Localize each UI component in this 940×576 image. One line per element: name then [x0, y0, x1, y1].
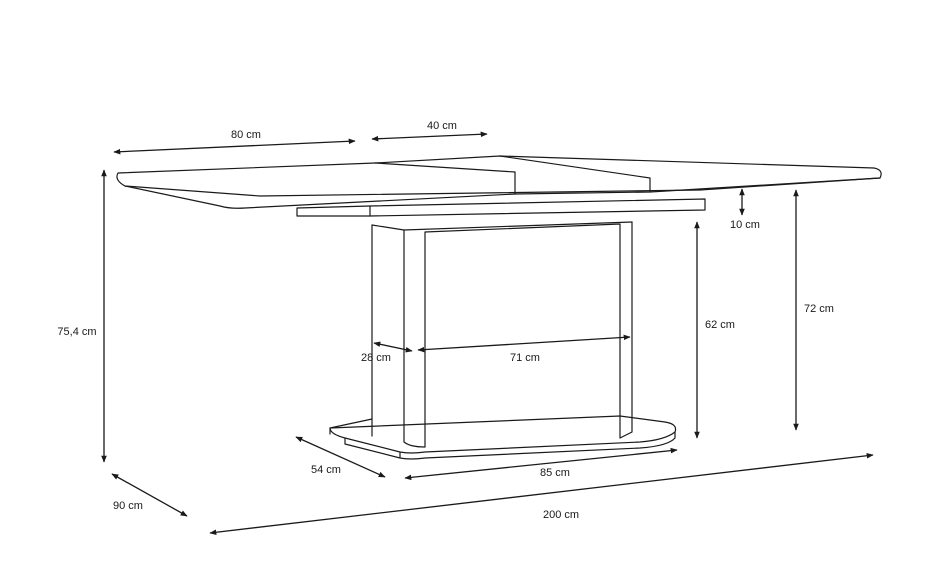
base-plate-edge	[329, 427, 676, 460]
label-28cm: 28 cm	[361, 352, 391, 364]
dimension-labels: 80 cm 40 cm 10 cm 75,4 cm 28 cm 71 cm 62…	[57, 120, 834, 521]
dim-line-80cm	[113, 138, 356, 155]
dim-line-28cm	[373, 341, 413, 353]
label-80cm: 80 cm	[231, 129, 261, 141]
leaf-seam-right	[499, 155, 651, 193]
dim-line-71cm	[417, 334, 631, 353]
label-40cm: 40 cm	[427, 120, 457, 132]
label-72cm: 72 cm	[804, 303, 834, 315]
dim-line-40cm	[371, 131, 488, 142]
label-85cm: 85 cm	[540, 467, 570, 479]
pedestal-top-edge	[371, 221, 633, 231]
label-62cm: 62 cm	[705, 319, 735, 331]
label-10cm: 10 cm	[730, 219, 760, 231]
tabletop-surface	[116, 155, 882, 197]
tabletop-front-edge	[124, 185, 516, 209]
base-plate	[329, 415, 677, 454]
leaf-seam-left	[374, 162, 516, 195]
pedestal-column	[371, 221, 633, 448]
label-90cm: 90 cm	[113, 500, 143, 512]
tabletop-center-edge	[514, 177, 881, 195]
dim-line-90cm	[111, 473, 188, 517]
label-75-4cm: 75,4 cm	[57, 326, 96, 338]
label-54cm: 54 cm	[311, 464, 341, 476]
label-200cm: 200 cm	[543, 509, 579, 521]
dimension-lines	[101, 131, 874, 536]
table-drawing	[116, 155, 882, 460]
dim-line-200cm	[209, 452, 874, 536]
label-71cm: 71 cm	[510, 352, 540, 364]
